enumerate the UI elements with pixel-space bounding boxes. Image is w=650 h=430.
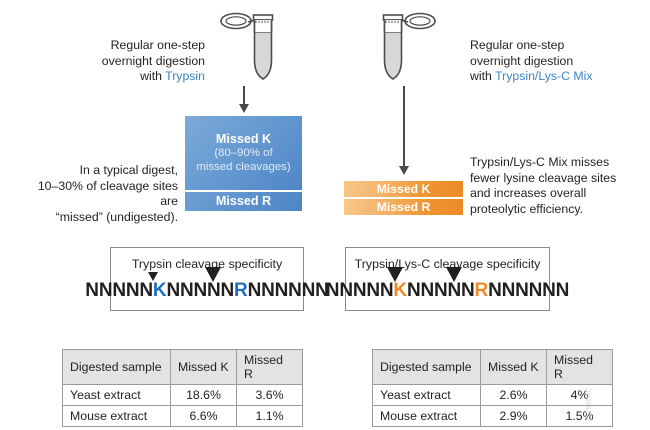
right-row0-missed-k: 2.6% — [480, 384, 547, 406]
right-th-missed-r: Missed R — [546, 349, 613, 385]
left-top-caption: Regular one-step overnight digestion wit… — [60, 38, 205, 85]
left-row1-sample: Mouse extract — [62, 405, 171, 427]
left-arrow-head — [238, 104, 249, 113]
left-missed-k-sub-line2: missed cleavages) — [196, 160, 291, 173]
left-seq-part2: NNNNN — [166, 280, 235, 301]
right-caption-with: with — [470, 69, 496, 83]
right-missed-cleavage-chart: Missed K Missed R — [344, 181, 463, 215]
left-seq-part1: NNNNN — [85, 280, 153, 301]
left-table-header-row: Digested sample Missed K Missed R — [62, 349, 303, 385]
left-data-table-wrap: Digested sample Missed K Missed R Yeast … — [62, 349, 303, 427]
right-row1-missed-r: 1.5% — [546, 405, 613, 427]
left-missed-k-bar: Missed K (80–90% of missed cleavages) — [185, 116, 302, 190]
right-row1-missed-k: 2.9% — [480, 405, 547, 427]
microcentrifuge-tube-icon — [220, 12, 274, 80]
figure-watermark: 1178MMC — [586, 386, 593, 422]
left-missed-k-sub-line1: (80–90% of — [214, 146, 273, 159]
left-missed-r-bar: Missed R — [185, 190, 302, 211]
right-residue-r: R — [474, 280, 489, 301]
right-missed-r-bar: Missed R — [344, 199, 463, 215]
table-row: Mouse extract 6.6% 1.1% — [62, 405, 303, 427]
right-caption-line3: with Trypsin/Lys-C Mix — [470, 69, 645, 85]
left-side-caption: In a typical digest, 10–30% of cleavage … — [18, 163, 178, 225]
right-data-table: Digested sample Missed K Missed R Yeast … — [372, 349, 613, 427]
left-row0-missed-r: 3.6% — [236, 384, 303, 406]
right-th-sample: Digested sample — [372, 349, 481, 385]
left-specificity-title: Trypsin cleavage specificity — [131, 257, 283, 271]
table-row: Yeast extract 18.6% 3.6% — [62, 384, 303, 406]
left-th-missed-r: Missed R — [236, 349, 303, 385]
left-specificity-panel: Trypsin cleavage specificity NNNNNKNNNNN… — [85, 247, 329, 311]
left-caption-line3: with Trypsin — [60, 69, 205, 85]
right-arrow-head — [398, 166, 409, 175]
left-residue-r: R — [234, 280, 248, 301]
table-row: Yeast extract 2.6% 4% — [372, 384, 613, 406]
right-side-line3: and increases overall — [470, 186, 587, 200]
right-arrow-shaft — [403, 86, 405, 169]
right-enzyme-name: Trypsin/Lys-C Mix — [495, 69, 593, 83]
left-side-line2: 10–30% of cleavage sites are — [37, 178, 178, 209]
right-missed-k-label: Missed K — [376, 182, 431, 196]
left-sequence: NNNNNKNNNNNRNNNNNN — [85, 267, 329, 302]
right-seq-part3: NNNNNN — [488, 280, 570, 301]
left-row1-missed-r: 1.1% — [236, 405, 303, 427]
right-row0-missed-r: 4% — [546, 384, 613, 406]
right-specificity-panel: Trypsin/Lys-C cleavage specificity NNNNN… — [326, 247, 569, 311]
sample-tube-left — [218, 8, 278, 88]
microcentrifuge-tube-icon — [382, 12, 436, 80]
left-row0-missed-k: 18.6% — [170, 384, 237, 406]
right-missed-r-label: Missed R — [376, 200, 431, 214]
left-th-sample: Digested sample — [62, 349, 171, 385]
left-cleavage-marker-k — [148, 272, 159, 281]
left-caption-with: with — [140, 69, 166, 83]
right-row1-sample: Mouse extract — [372, 405, 481, 427]
left-residue-k: K — [152, 280, 167, 301]
left-enzyme-name: Trypsin — [165, 69, 205, 83]
right-side-line1: Trypsin/Lys-C Mix misses — [470, 155, 610, 169]
left-cleavage-marker-r — [205, 267, 222, 282]
left-side-line3: “missed” (undigested). — [55, 209, 178, 224]
sample-tube-right — [378, 8, 438, 88]
right-residue-k: K — [393, 280, 407, 301]
left-th-missed-k: Missed K — [170, 349, 237, 385]
left-row0-sample: Yeast extract — [62, 384, 171, 406]
right-missed-k-bar: Missed K — [344, 181, 463, 197]
right-cleavage-marker-k — [386, 267, 403, 282]
right-sequence: NNNNNKNNNNNRNNNNNN — [325, 267, 570, 302]
right-caption-line2: overnight digestion — [470, 53, 574, 68]
left-missed-k-label: Missed K — [215, 131, 272, 146]
left-data-table: Digested sample Missed K Missed R Yeast … — [62, 349, 303, 427]
left-missed-cleavage-chart: Missed K (80–90% of missed cleavages) Mi… — [184, 115, 303, 212]
left-row1-missed-k: 6.6% — [170, 405, 237, 427]
right-seq-part1: NNNNN — [325, 280, 394, 301]
left-caption-line1: Regular one-step — [110, 38, 205, 52]
right-side-line2: fewer lysine cleavage sites — [470, 170, 617, 185]
right-caption-line1: Regular one-step — [470, 38, 565, 52]
right-side-caption: Trypsin/Lys-C Mix misses fewer lysine cl… — [470, 155, 645, 217]
right-cleavage-marker-r — [445, 267, 462, 282]
right-seq-part2: NNNNN — [406, 280, 475, 301]
left-seq-part3: NNNNNN — [247, 280, 329, 301]
right-data-table-wrap: Digested sample Missed K Missed R Yeast … — [372, 349, 613, 427]
right-th-missed-k: Missed K — [480, 349, 547, 385]
left-side-line1: In a typical digest, — [79, 163, 178, 177]
left-missed-r-label: Missed R — [215, 194, 272, 208]
table-row: Mouse extract 2.9% 1.5% — [372, 405, 613, 427]
right-side-line4: proteolytic efficiency. — [470, 201, 584, 216]
right-table-header-row: Digested sample Missed K Missed R — [372, 349, 613, 385]
left-arrow-shaft — [243, 86, 245, 107]
left-caption-line2: overnight digestion — [101, 53, 205, 68]
right-top-caption: Regular one-step overnight digestion wit… — [470, 38, 645, 85]
right-row0-sample: Yeast extract — [372, 384, 481, 406]
